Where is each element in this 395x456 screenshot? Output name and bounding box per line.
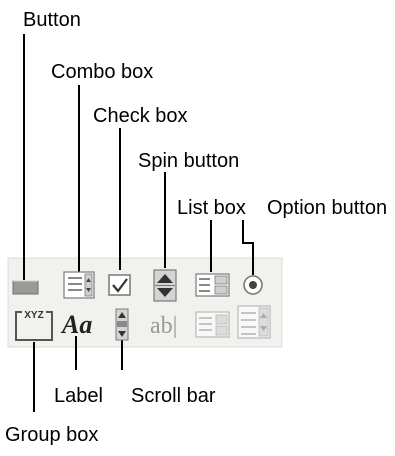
option-button-leader-line [242,220,254,275]
group-box-icon-text: XYZ [24,310,43,321]
label-icon-text: Aa [60,310,92,339]
label-icon[interactable]: Aa [60,310,92,339]
toolbar-panel [7,257,283,348]
spin-button-icon[interactable] [153,269,177,302]
check-box-callout: Check box [93,105,188,127]
combo-list-edit-icon[interactable] [195,311,230,338]
spin-button-callout: Spin button [138,150,239,172]
label-callout: Label [54,385,103,407]
list-box-callout: List box [177,197,246,219]
text-field-icon[interactable]: ab| [150,313,177,339]
list-box-icon[interactable] [195,273,230,297]
option-button-callout: Option button [267,197,387,219]
group-box-callout: Group box [5,424,98,446]
combo-box-callout: Combo box [51,61,153,83]
button-callout: Button [23,9,81,31]
combo-box-icon[interactable] [63,271,95,299]
check-box-icon[interactable] [108,274,131,296]
text-field-icon-text: ab| [150,313,177,339]
group-box-icon[interactable]: XYZ [15,310,53,341]
combo-dropdown-edit-icon[interactable] [237,305,271,339]
scroll-bar-icon[interactable] [115,308,129,341]
scroll-bar-callout: Scroll bar [131,385,216,407]
button-icon[interactable] [12,280,39,295]
option-button-icon[interactable] [243,275,263,295]
